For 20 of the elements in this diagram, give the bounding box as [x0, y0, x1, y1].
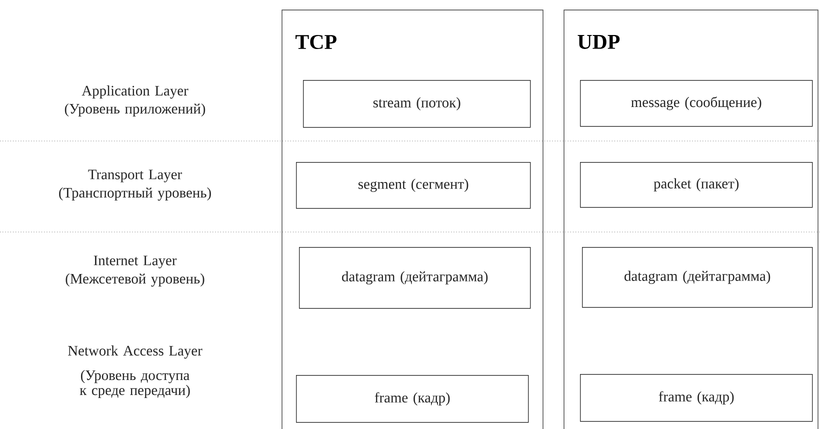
data-unit-box: datagram (дейтаграмма) — [582, 247, 813, 308]
data-unit-box: segment (сегмент) — [296, 162, 531, 209]
data-unit-box: packet (пакет) — [580, 162, 813, 208]
layer-label: Network Access Layer — [68, 345, 202, 359]
data-unit-box: frame (кадр) — [580, 374, 813, 422]
layer-label: Application Layer — [82, 85, 188, 99]
data-unit-box: frame (кадр) — [296, 375, 529, 423]
protocol-column — [564, 10, 818, 429]
data-unit-box: stream (поток) — [303, 80, 531, 128]
column-heading: TCP — [296, 34, 336, 50]
layer-label: (Уровень доступа к среде передачи) — [80, 370, 190, 398]
protocol-column — [282, 10, 544, 429]
layer-label: Transport Layer — [88, 170, 182, 182]
layer-label: (Транспортный уровень) — [59, 187, 211, 201]
layer-label: (Межсетевой уровень) — [66, 273, 204, 287]
data-unit-box: datagram (дейтаграмма) — [299, 247, 531, 309]
column-heading: UDP — [578, 35, 620, 49]
layer-label: Internet Layer — [94, 256, 177, 268]
data-unit-box: message (сообщение) — [580, 80, 813, 127]
layer-label: (Уровень приложений) — [64, 103, 206, 117]
